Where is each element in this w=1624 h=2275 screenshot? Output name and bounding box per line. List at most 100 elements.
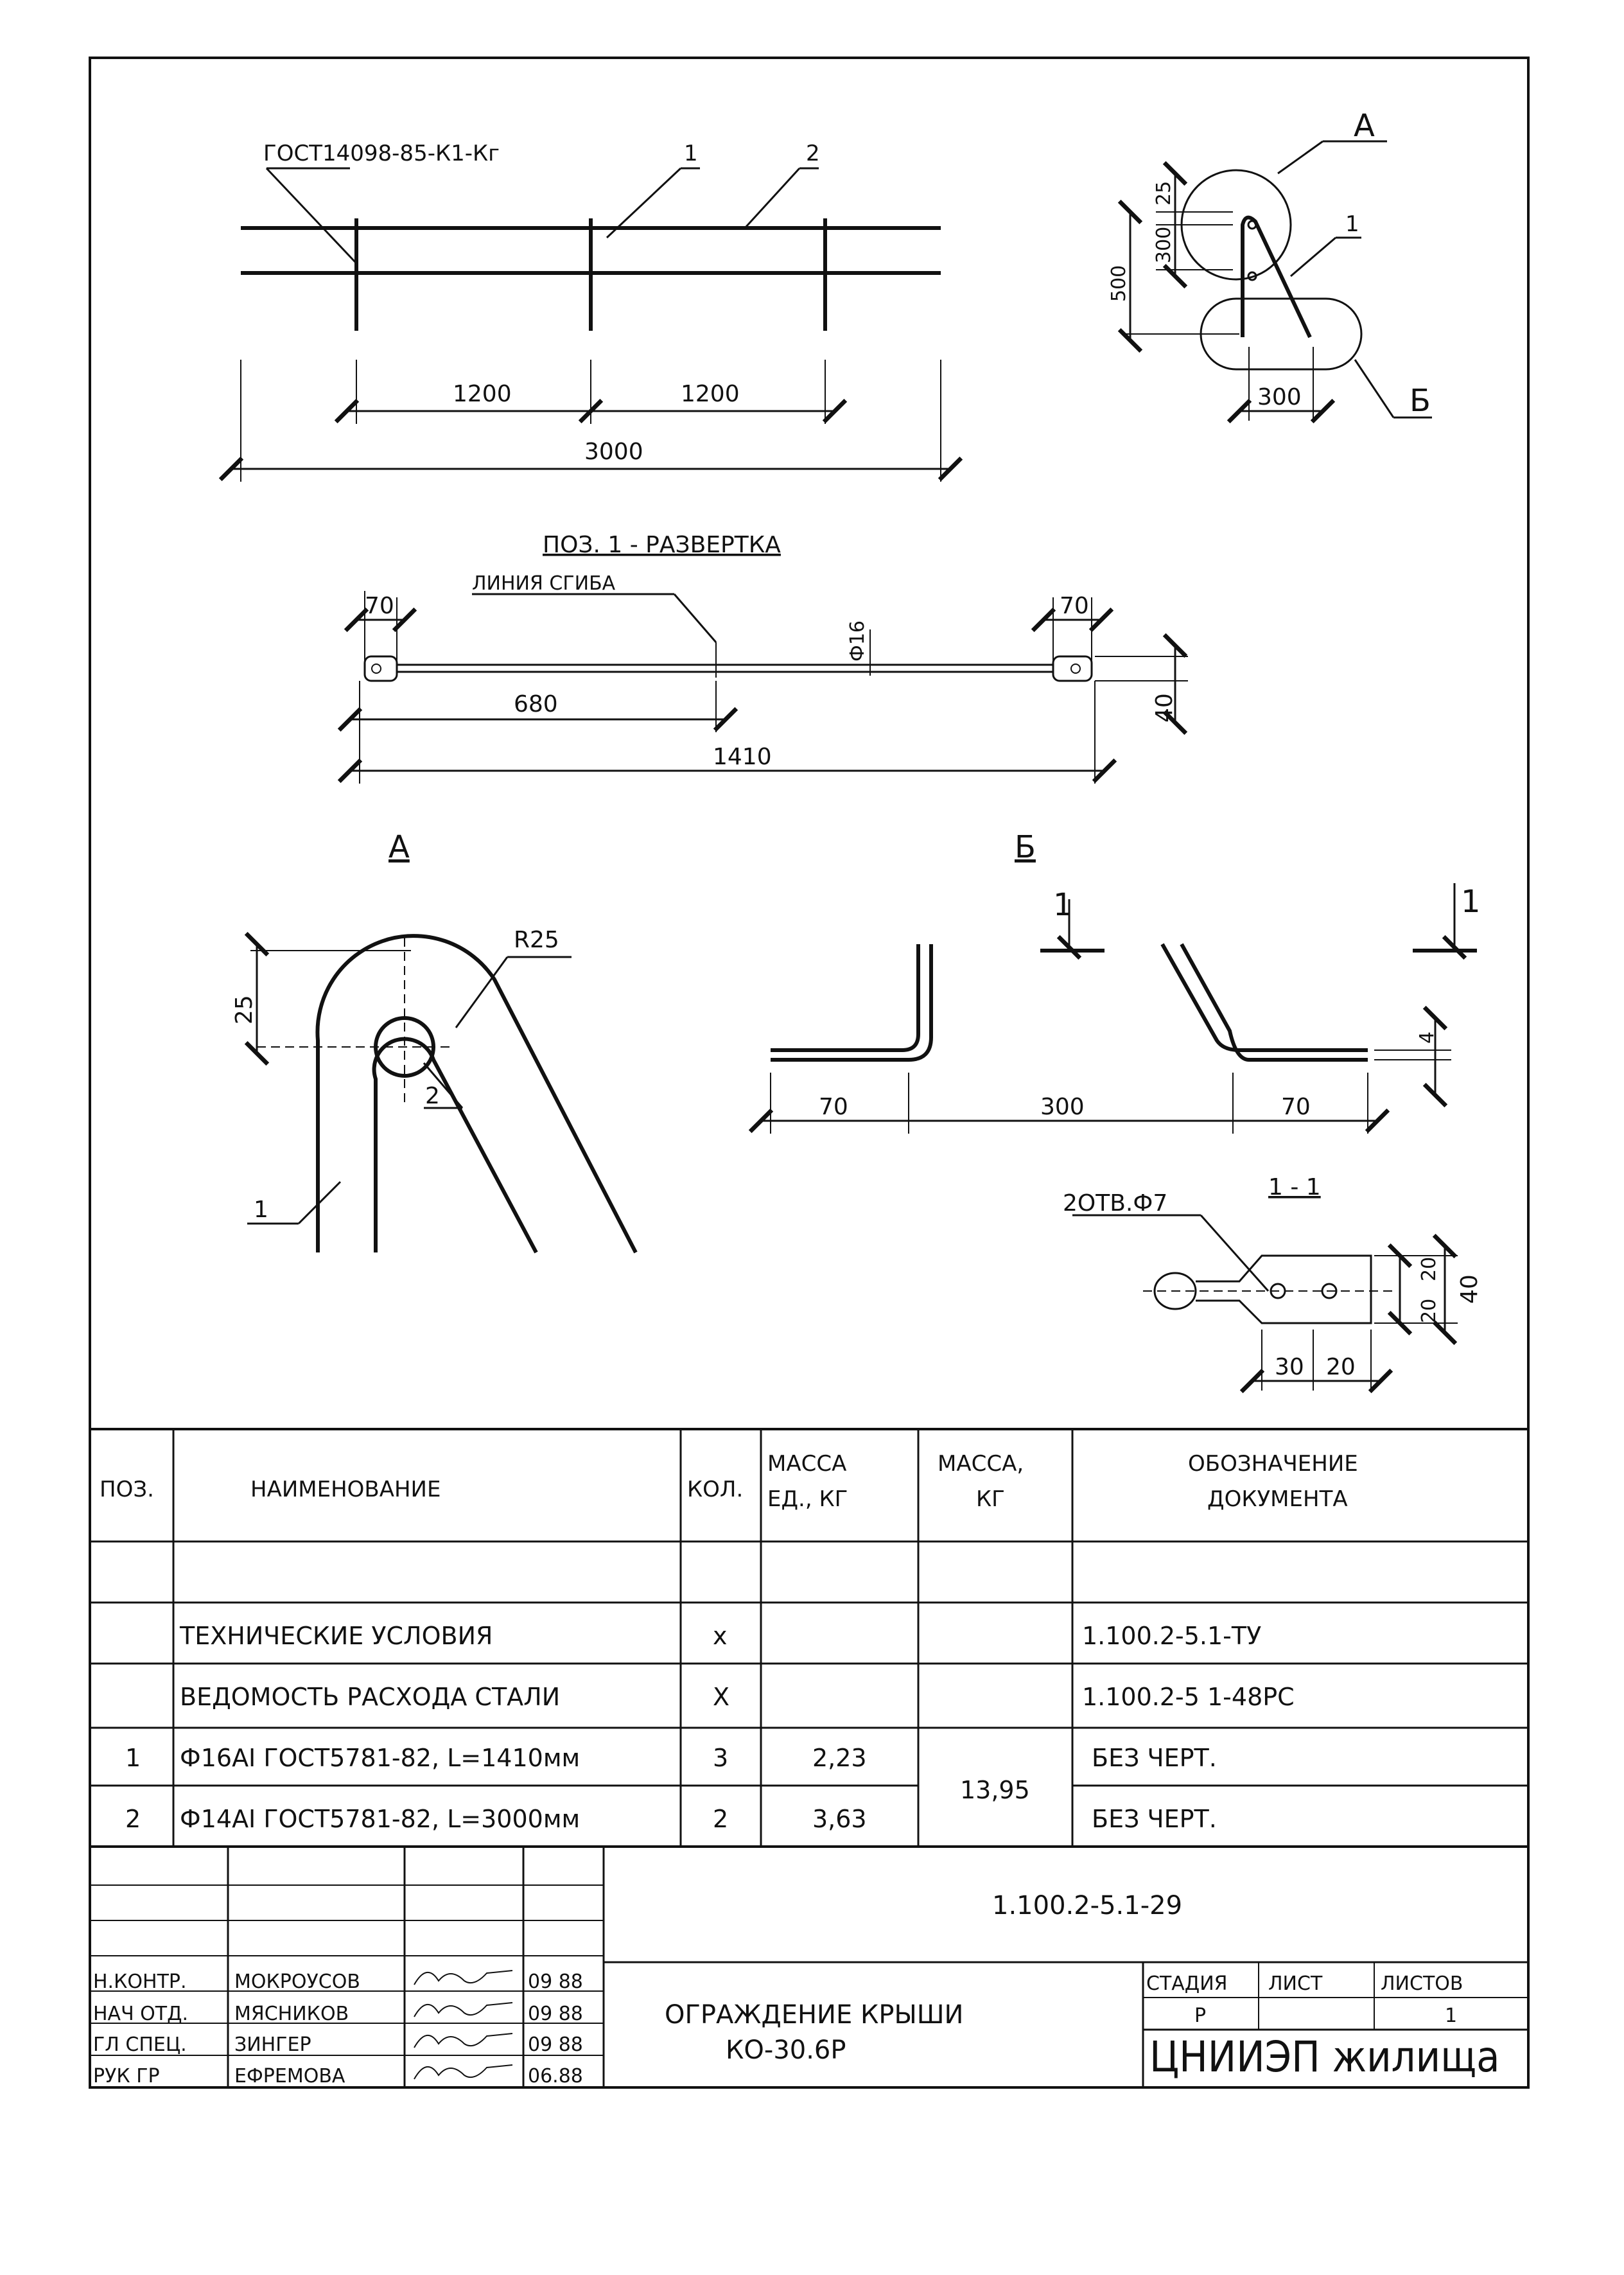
detail-a-pos-2: 2 bbox=[425, 1083, 440, 1109]
row-name: ВЕДОМОСТЬ РАСХОДА СТАЛИ bbox=[180, 1683, 560, 1711]
side-dim-500: 500 bbox=[1108, 265, 1130, 302]
signature bbox=[414, 2002, 513, 2017]
callout-standard: ГОСТ14098-85-К1-Кг bbox=[263, 141, 500, 166]
table-row: ТЕХНИЧЕСКИЕ УСЛОВИЯ х 1.100.2-5.1-ТУ bbox=[179, 1622, 1261, 1650]
row-pos: 1 bbox=[125, 1744, 141, 1772]
side-dim-300: 300 bbox=[1153, 227, 1175, 263]
unfold-dim-40: 40 bbox=[1151, 693, 1178, 723]
side-label-b: Б bbox=[1410, 383, 1431, 419]
side-dim-25: 25 bbox=[1153, 181, 1175, 206]
detail-a-title: А bbox=[389, 829, 410, 865]
sign-date: 09 88 bbox=[528, 2033, 583, 2056]
table-row: ВЕДОМОСТЬ РАСХОДА СТАЛИ Х 1.100.2-5 1-48… bbox=[180, 1683, 1295, 1711]
row-mass-unit: 3,63 bbox=[812, 1805, 867, 1833]
row-doc: 1.100.2-5.1-ТУ bbox=[1082, 1622, 1261, 1650]
sign-date: 09 88 bbox=[528, 1971, 583, 1993]
th-qty: КОЛ. bbox=[687, 1477, 743, 1502]
unfold-dim-70-left: 70 bbox=[365, 593, 394, 619]
detail-a-25: 25 bbox=[231, 995, 258, 1024]
side-label-1: 1 bbox=[1345, 211, 1359, 237]
row-doc: БЕЗ ЧЕРТ. bbox=[1092, 1805, 1217, 1833]
side-label-a: А bbox=[1354, 108, 1375, 144]
railing-elevation bbox=[218, 167, 963, 482]
sheet-label: ЛИСТ bbox=[1268, 1972, 1323, 1995]
drawing-title-line1: ОГРАЖДЕНИЕ КРЫШИ bbox=[665, 2000, 963, 2030]
section-dim-20-bottom: 20 bbox=[1418, 1299, 1440, 1323]
sign-date: 09 88 bbox=[528, 2003, 583, 2025]
callout-pos-2: 2 bbox=[806, 141, 820, 166]
detail-b-cut-left: 1 bbox=[1053, 887, 1073, 923]
signature-row: РУК ГР ЕФРЕМОВА 06.88 bbox=[93, 2064, 583, 2087]
detail-a-drawing bbox=[244, 931, 638, 1254]
row-qty: 3 bbox=[713, 1744, 728, 1772]
drawing-title-line2: КО-30.6Р bbox=[726, 2035, 846, 2065]
detail-b-cut-right: 1 bbox=[1461, 884, 1481, 920]
section-dim-20-top: 20 bbox=[1418, 1257, 1440, 1281]
sign-date: 06.88 bbox=[528, 2065, 583, 2087]
railing-side-view bbox=[1117, 140, 1432, 424]
sheets-value: 1 bbox=[1445, 2005, 1457, 2027]
unfold-title: ПОЗ. 1 - РАЗВЕРТКА bbox=[543, 532, 781, 558]
row-mass-unit: 2,23 bbox=[812, 1744, 867, 1772]
detail-b-title: Б bbox=[1015, 829, 1036, 865]
unfold-dim-680: 680 bbox=[514, 691, 558, 717]
table-row: 2 Ф14АI ГОСТ5781-82, L=3000мм 2 3,63 БЕЗ… bbox=[125, 1805, 1217, 1833]
section-holes: 2ОТВ.Ф7 bbox=[1063, 1190, 1167, 1217]
table-row: 1 Ф16АI ГОСТ5781-82, L=1410мм 3 2,23 БЕЗ… bbox=[125, 1744, 1217, 1772]
row-name: Ф14АI ГОСТ5781-82, L=3000мм bbox=[180, 1805, 580, 1833]
detail-b-dim-4: 4 bbox=[1416, 1032, 1438, 1044]
detail-a-r25: R25 bbox=[514, 927, 559, 953]
row-pos: 2 bbox=[125, 1805, 141, 1833]
row-qty: х bbox=[713, 1622, 728, 1650]
side-dim-300-bottom: 300 bbox=[1257, 384, 1302, 410]
dim-1200-right: 1200 bbox=[681, 381, 740, 407]
person-name: МЯСНИКОВ bbox=[234, 2003, 349, 2025]
sheet-frame bbox=[89, 57, 1530, 2089]
stage-label: СТАДИЯ bbox=[1146, 1972, 1228, 1995]
dim-3000: 3000 bbox=[584, 439, 643, 465]
document-code: 1.100.2-5.1-29 bbox=[992, 1891, 1182, 1920]
th-mass-2: КГ bbox=[976, 1486, 1005, 1512]
section-drawing bbox=[1072, 1214, 1458, 1394]
th-mass-unit-2: ЕД., КГ bbox=[767, 1486, 848, 1512]
row-name: ТЕХНИЧЕСКИЕ УСЛОВИЯ bbox=[179, 1622, 493, 1650]
unfold-dim-phi16: Ф16 bbox=[846, 620, 869, 662]
th-doc-2: ДОКУМЕНТА bbox=[1207, 1486, 1348, 1512]
th-pos: ПОЗ. bbox=[100, 1477, 154, 1502]
bend-line-label: ЛИНИЯ СГИБА bbox=[472, 572, 616, 595]
row-doc: БЕЗ ЧЕРТ. bbox=[1092, 1744, 1217, 1772]
th-doc-1: ОБОЗНАЧЕНИЕ bbox=[1188, 1451, 1358, 1477]
section-dim-40: 40 bbox=[1456, 1274, 1483, 1304]
spec-table-grid bbox=[90, 1428, 1528, 1848]
detail-b-dim-70-left: 70 bbox=[819, 1094, 848, 1120]
row-doc: 1.100.2-5 1-48РС bbox=[1082, 1683, 1295, 1711]
signature bbox=[414, 2033, 513, 2048]
th-mass-unit-1: МАССА bbox=[767, 1451, 846, 1477]
callout-pos-1: 1 bbox=[684, 141, 698, 166]
person-name: ЕФРЕМОВА bbox=[234, 2065, 345, 2087]
person-name: МОКРОУСОВ bbox=[234, 1971, 360, 1993]
section-dim-30: 30 bbox=[1275, 1354, 1304, 1380]
row-name: Ф16АI ГОСТ5781-82, L=1410мм bbox=[180, 1744, 580, 1772]
unfold-bar bbox=[337, 591, 1188, 784]
section-title: 1 - 1 bbox=[1268, 1174, 1321, 1200]
detail-b-drawing bbox=[748, 883, 1477, 1134]
th-mass-1: МАССА, bbox=[938, 1451, 1024, 1477]
organization: ЦНИИЭП жилища bbox=[1149, 2032, 1500, 2082]
row-qty: 2 bbox=[713, 1805, 728, 1833]
role: Н.КОНТР. bbox=[93, 1971, 187, 1993]
unfold-dim-70-right: 70 bbox=[1060, 593, 1089, 619]
role: РУК ГР bbox=[93, 2065, 160, 2087]
detail-b-dim-300: 300 bbox=[1040, 1094, 1085, 1120]
stage-value: Р bbox=[1194, 2005, 1206, 2027]
title-block-grid bbox=[90, 1847, 1528, 2087]
th-name: НАИМЕНОВАНИЕ bbox=[250, 1477, 441, 1502]
sheets-label: ЛИСТОВ bbox=[1381, 1972, 1463, 1995]
section-dim-20: 20 bbox=[1326, 1354, 1356, 1380]
detail-a-pos-1: 1 bbox=[254, 1197, 268, 1223]
unfold-dim-1410: 1410 bbox=[713, 744, 772, 770]
row-qty: Х bbox=[713, 1683, 729, 1711]
